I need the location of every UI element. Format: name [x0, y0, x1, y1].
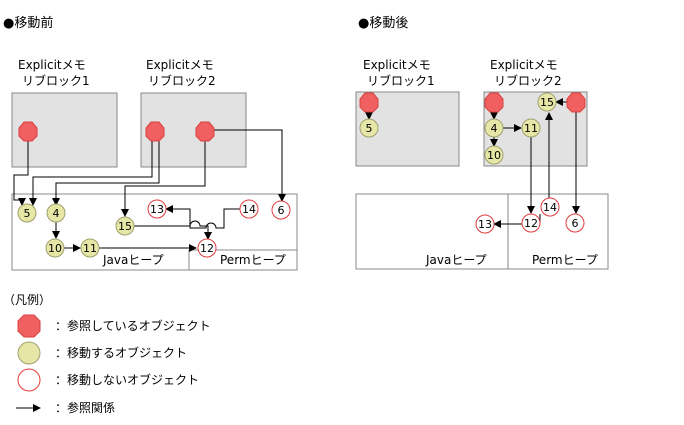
after-object-11: [521, 118, 541, 138]
legend-moving-icon: [17, 341, 41, 365]
before-object-11: [80, 238, 100, 258]
after-block2-label-line1: Explicitメモ: [490, 58, 558, 72]
before-block2-label-line1: Explicitメモ: [146, 58, 214, 72]
after-object-10: [484, 145, 504, 165]
before-ref-arrow-c-to-15: [121, 140, 206, 217]
before-object-4: [46, 203, 66, 223]
after-object-6-label: 6: [572, 217, 579, 230]
before-ref-arrow-b-to-4: [52, 140, 160, 206]
before-ref-arrow-b-to-5: [29, 140, 153, 206]
legend-reference-label: ：参照関係: [55, 400, 115, 415]
after-block2-label-line2: リブロック2: [494, 73, 562, 88]
before-objects: 5 4 10 11 15 13 14 12 6: [17, 121, 291, 258]
before-referencing-object-block2-b: [195, 121, 215, 142]
before-referencing-object-block1: [18, 121, 38, 142]
after-block1-label-line2: リブロック1: [367, 73, 435, 88]
before-object-15-label: 15: [118, 220, 132, 233]
before-object-14-label: 14: [242, 203, 256, 216]
before-object-12-label: 12: [200, 242, 214, 255]
after-object-13: [475, 214, 495, 234]
after-object-12-label: 12: [524, 217, 538, 230]
before-object-13: [147, 199, 167, 219]
before-perm-heap-label: Permヒープ: [220, 253, 286, 267]
before-object-5: [17, 203, 37, 223]
after-referencing-object-block2-b: [566, 92, 586, 113]
before-block1-label-line1: Explicitメモ: [18, 58, 86, 72]
before-java-heap-label: Javaヒープ: [102, 253, 164, 267]
after-object-14: [540, 197, 560, 217]
after-objects: 5 4 10 11 15 13 14 12 6: [359, 92, 586, 234]
before-object-15: [115, 216, 135, 236]
before-ref-arrow-14-to-13: [165, 205, 240, 229]
after-perm-heap-label: Permヒープ: [532, 253, 598, 267]
after-object-10-label: 10: [487, 149, 501, 162]
after-object-5: [359, 118, 379, 138]
after-referencing-object-block1: [359, 92, 379, 113]
legend-not-moving-label: ：移動しないオブジェクト: [55, 372, 199, 387]
after-java-heap-label: Javaヒープ: [425, 253, 487, 267]
after-block1-label-line1: Explicitメモ: [363, 58, 431, 72]
before-object-10: [45, 238, 65, 258]
after-object-15: [537, 92, 557, 112]
before-object-6: [271, 200, 291, 220]
after-object-6: [565, 213, 585, 233]
before-ref-arrow-c-to-6: [213, 129, 286, 202]
before-object-4-label: 4: [53, 207, 60, 220]
before-referencing-object-block2-a: [145, 121, 165, 142]
before-object-14: [239, 199, 259, 219]
after-object-11-label: 11: [524, 122, 538, 135]
before-object-13-label: 13: [150, 203, 164, 216]
after-object-4: [484, 118, 504, 138]
after-object-13-label: 13: [478, 218, 492, 231]
before-object-12: [197, 238, 217, 258]
before-object-6-label: 6: [278, 204, 285, 217]
legend-not-moving-icon: [17, 368, 41, 392]
after-object-4-label: 4: [491, 122, 498, 135]
before-object-5-label: 5: [24, 207, 31, 220]
before-block2-label-line2: リブロック2: [148, 73, 216, 88]
before-block1-label-line2: リブロック1: [22, 73, 90, 88]
after-object-5-label: 5: [366, 122, 373, 135]
after-referencing-object-block2-a: [484, 92, 504, 113]
before-title: ●移動前: [3, 15, 53, 31]
legend-referencing-label: ：参照しているオブジェクト: [55, 318, 211, 333]
after-object-12: [521, 213, 541, 233]
before-ref-arrow-a-to-5: [13, 139, 29, 206]
before-object-11-label: 11: [83, 242, 97, 255]
legend-moving-label: ：移動するオブジェクト: [55, 345, 187, 360]
legend: （凡例） ：参照しているオブジェクト ：移動するオブジェクト ：移動しないオブジ…: [3, 293, 211, 415]
after-object-14-label: 14: [543, 201, 557, 214]
after-title: ●移動後: [358, 16, 408, 31]
legend-referencing-icon: [17, 314, 41, 338]
legend-title: （凡例）: [3, 293, 51, 307]
after-object-15-label: 15: [540, 96, 554, 109]
before-object-10-label: 10: [48, 242, 62, 255]
